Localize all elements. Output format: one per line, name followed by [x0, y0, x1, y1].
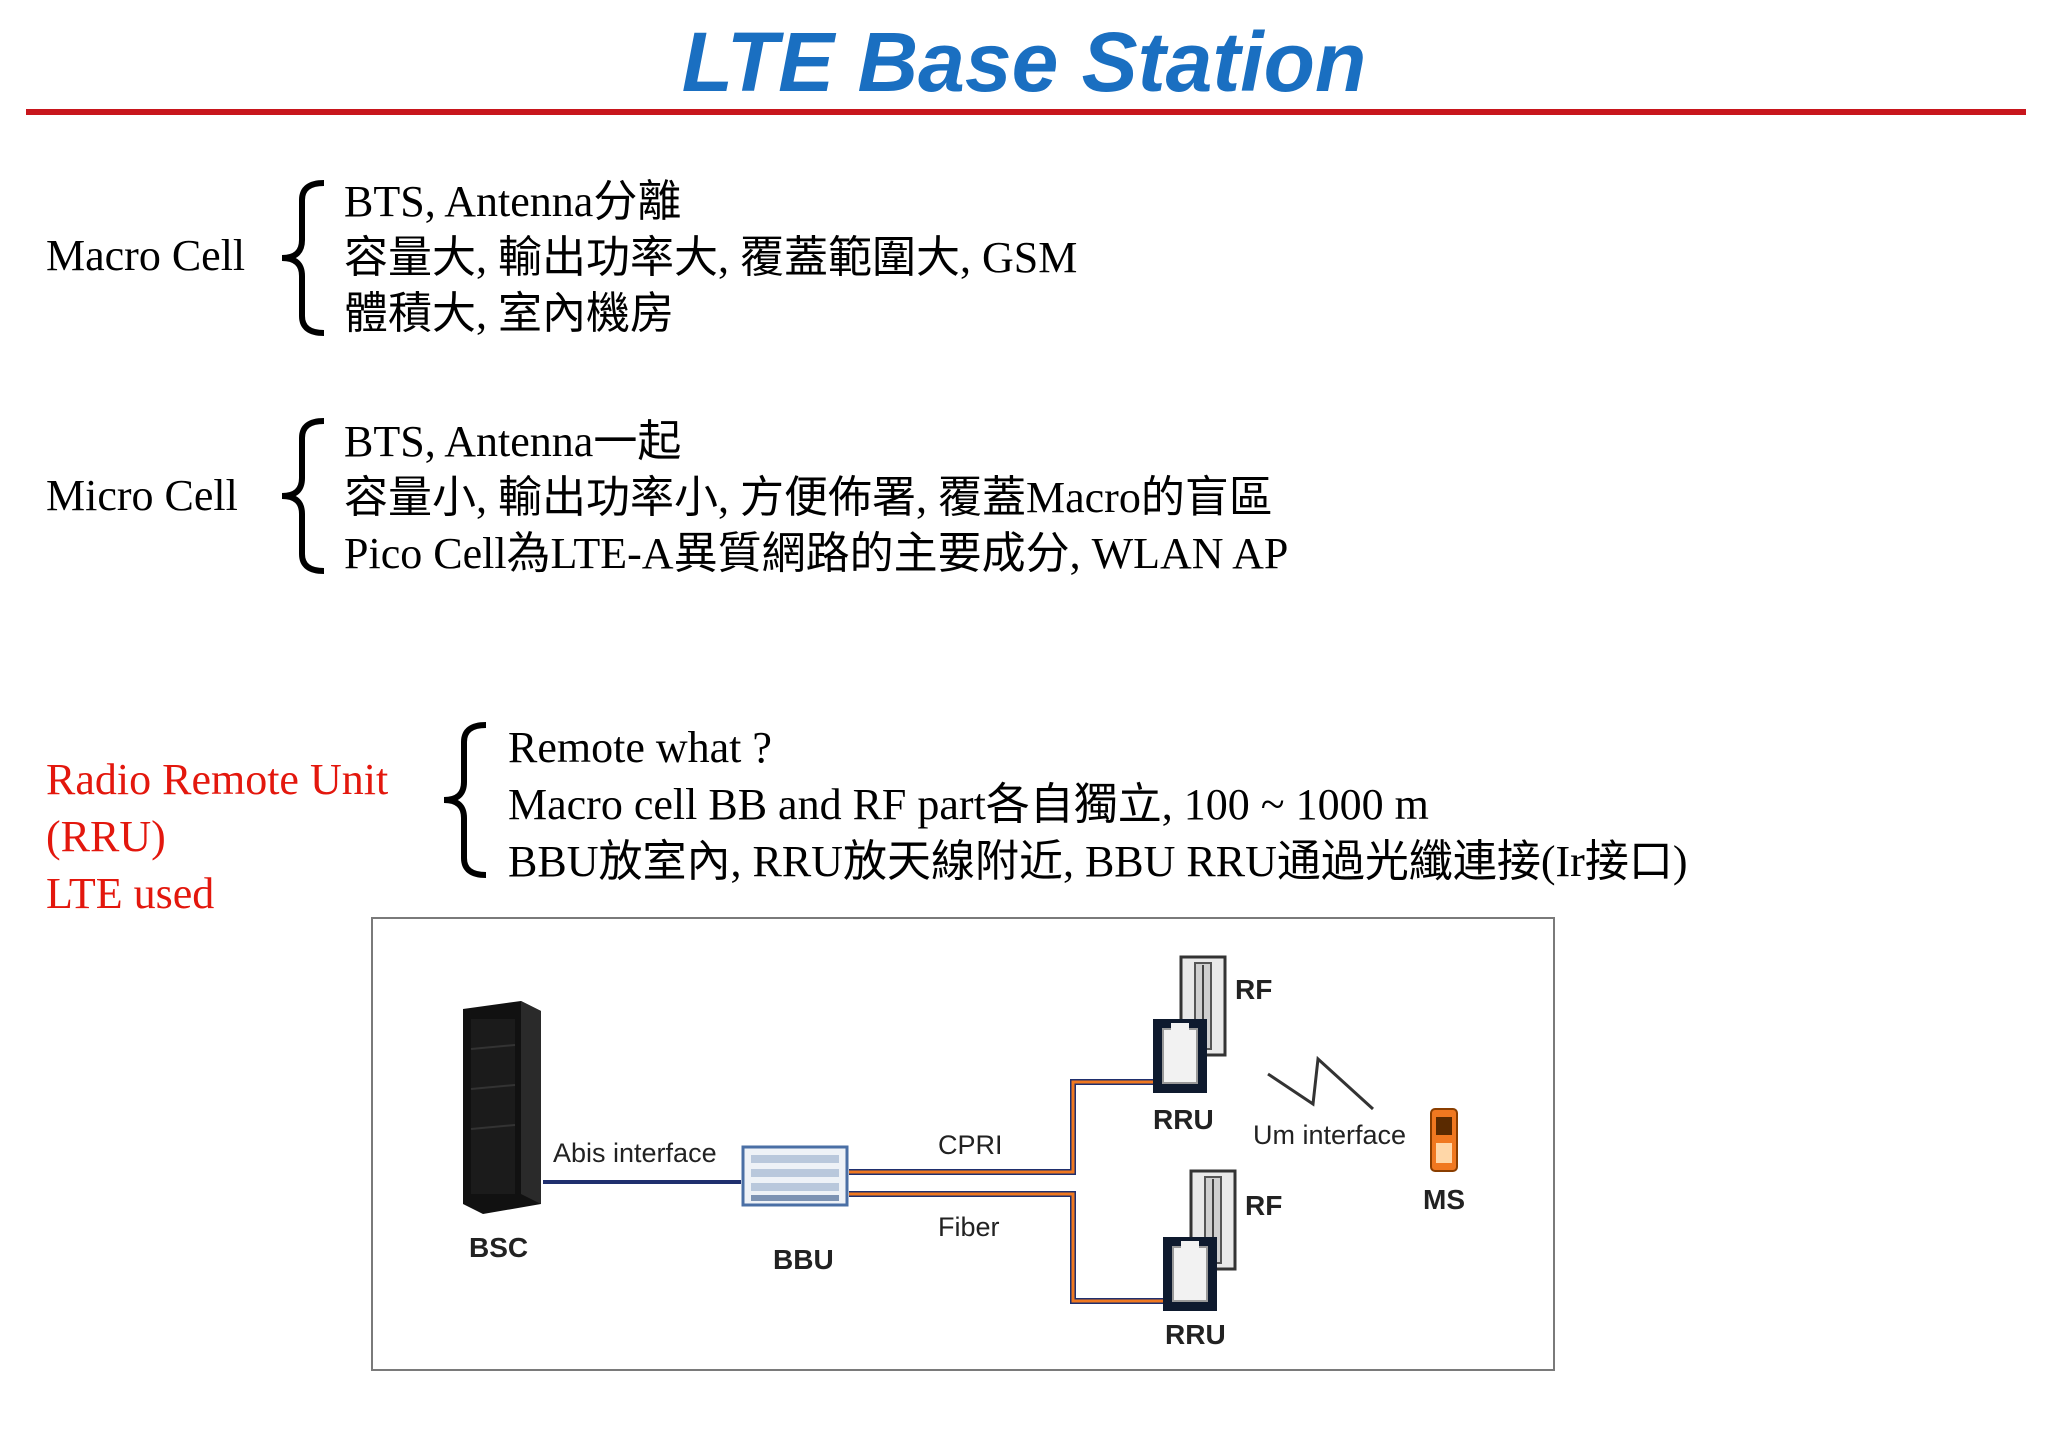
cpri-cable: [849, 1079, 1153, 1175]
rru-line-3: BBU放室內, RRU放天線附近, BBU RRU通過光纖連接(Ir接口): [508, 837, 1688, 886]
rru-bottom-icon: [1163, 1237, 1217, 1311]
micro-cell-brace: [281, 418, 325, 574]
micro-line-3: Pico Cell為LTE-A異質網路的主要成分, WLAN AP: [344, 529, 1289, 578]
bsc-label: BSC: [469, 1232, 528, 1263]
cpri-label: CPRI: [938, 1130, 1003, 1160]
rru-label-top: RRU: [1153, 1104, 1214, 1135]
um-interface-label: Um interface: [1253, 1120, 1406, 1150]
title-underline: [26, 109, 2026, 115]
um-radio-link-icon: [1267, 1055, 1375, 1111]
rru-label-line-3: LTE used: [46, 869, 215, 918]
micro-line-1: BTS, Antenna一起: [344, 417, 682, 466]
abis-interface-label: Abis interface: [553, 1138, 717, 1168]
macro-cell-label: Macro Cell: [46, 231, 246, 280]
fiber-label: Fiber: [938, 1212, 1000, 1242]
rru-label-line-1: Radio Remote Unit: [46, 755, 389, 804]
micro-cell-label: Micro Cell: [46, 471, 238, 520]
macro-line-3: 體積大, 室內機房: [344, 289, 674, 338]
micro-line-2: 容量小, 輸出功率小, 方便佈署, 覆蓋Macro的盲區: [344, 473, 1273, 522]
rru-line-2: Macro cell BB and RF part各自獨立, 100 ~ 100…: [508, 780, 1429, 829]
rru-label-bottom: RRU: [1165, 1319, 1226, 1350]
rru-line-1: Remote what ?: [508, 723, 772, 772]
rf-label-top: RF: [1235, 974, 1272, 1005]
rru-architecture-diagram: BSC Abis interface BBU CPRI Fiber: [371, 917, 1555, 1371]
rf-label-bottom: RF: [1245, 1190, 1282, 1221]
macro-cell-brace: [281, 180, 325, 336]
rru-brace: [443, 722, 487, 878]
macro-line-1: BTS, Antenna分離: [344, 177, 682, 226]
ms-phone-icon: [1430, 1108, 1458, 1172]
fiber-cable: [849, 1191, 1163, 1304]
bbu-label: BBU: [773, 1244, 834, 1275]
bsc-cabinet-icon: [463, 1001, 541, 1214]
rru-top-icon: [1153, 1019, 1207, 1093]
page-title: LTE Base Station: [681, 15, 1367, 109]
bbu-unit-icon: [741, 1145, 849, 1207]
ms-label: MS: [1423, 1184, 1465, 1215]
macro-line-2: 容量大, 輸出功率大, 覆蓋範圍大, GSM: [344, 233, 1078, 282]
rru-label-line-2: (RRU): [46, 812, 166, 861]
